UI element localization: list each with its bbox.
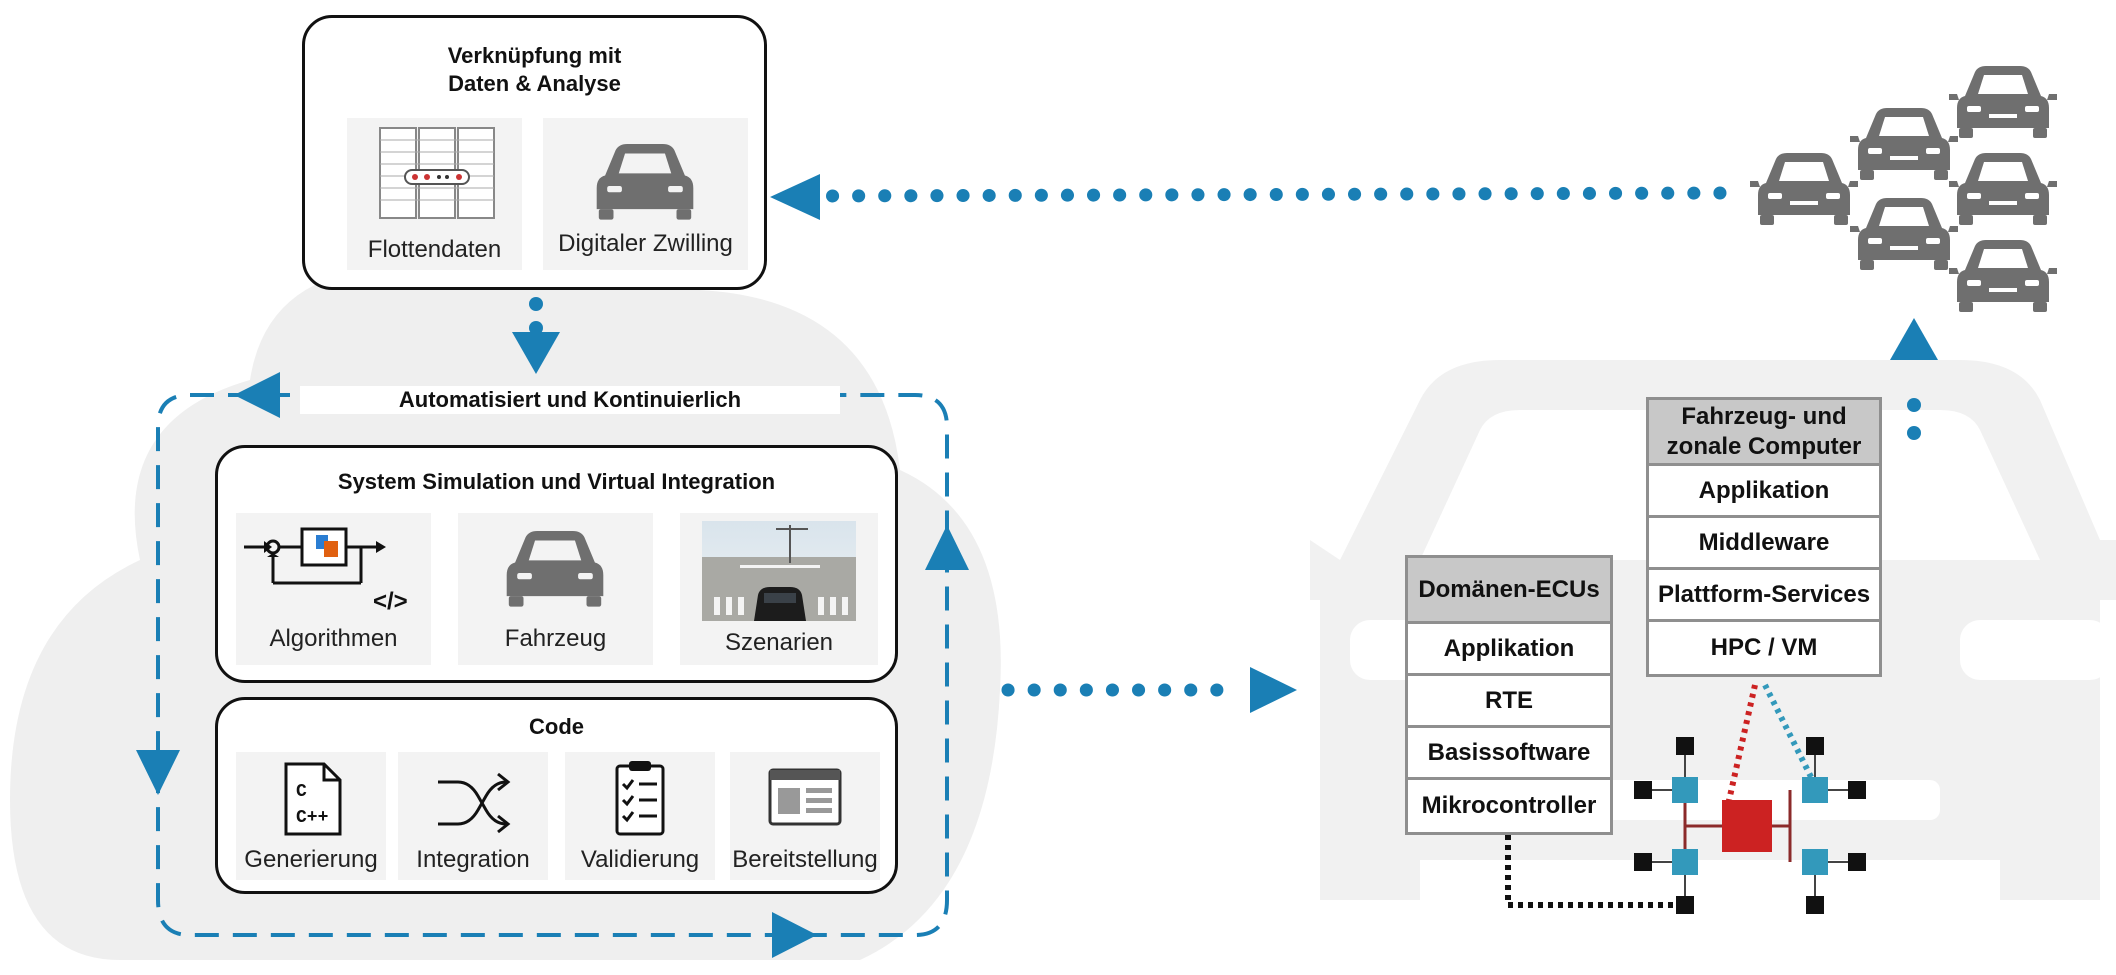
checklist-icon [615, 761, 665, 836]
zonal-title: Fahrzeug- und zonale Computer [1649, 400, 1879, 466]
fleet-feedback-arrow [770, 174, 1727, 220]
tile-digitaler-zwilling: Digitaler Zwilling [543, 118, 748, 270]
zonal-title-line1: Fahrzeug- und [1681, 402, 1847, 430]
domain-layer-rte: RTE [1408, 676, 1610, 728]
c-label: C [296, 782, 307, 802]
label-flottendaten: Flottendaten [367, 236, 502, 263]
data-analysis-title-line2: Daten & Analyse [448, 71, 621, 96]
zonal-layer-hpc-vm: HPC / VM [1710, 634, 1818, 661]
deploy-arrow [1001, 667, 1297, 713]
car-icon [596, 144, 694, 220]
label-digitaler-zwilling: Digitaler Zwilling [558, 230, 733, 257]
label-validierung: Validierung [580, 846, 700, 873]
label-fahrzeug: Fahrzeug [504, 625, 607, 652]
data-analysis-title: Verknüpfung mit Daten & Analyse [305, 42, 764, 98]
block-diagram-icon: </> [244, 527, 408, 615]
tile-validierung: Validierung [565, 752, 715, 880]
data-analysis-title-line1: Verknüpfung mit [447, 43, 622, 68]
server-rack-icon [379, 127, 495, 219]
zonal-layer-middleware: Middleware [1649, 518, 1879, 570]
down-arrow [512, 297, 560, 374]
label-bereitstellung: Bereitstellung [732, 846, 878, 873]
simulation-title: System Simulation und Virtual Integratio… [337, 469, 776, 494]
tile-flottendaten: Flottendaten [347, 118, 522, 270]
label-integration: Integration [416, 846, 530, 873]
vehicle-fleet [1750, 66, 2057, 312]
uplink-arrow [1890, 318, 1938, 440]
tile-generierung: C C++ Generierung [236, 752, 386, 880]
tile-bereitstellung: Bereitstellung [730, 752, 880, 880]
dashboard-window-icon [768, 768, 842, 826]
code-title: Code [529, 714, 584, 739]
label-szenarien: Szenarien [724, 629, 834, 656]
shuffle-icon [438, 772, 511, 834]
continuous-loop [136, 372, 969, 958]
label-generierung: Generierung [244, 846, 378, 873]
domain-layer-applikation: Applikation [1408, 624, 1610, 676]
data-analysis-box: Verknüpfung mit Daten & Analyse Flottend… [302, 15, 767, 290]
domain-layer-mikrocontroller: Mikrocontroller [1421, 792, 1597, 819]
tile-integration: Integration [398, 752, 548, 880]
cpp-label: C++ [296, 808, 328, 828]
car-icon [506, 531, 604, 607]
code-box: Code C C++ Generierung Integration [215, 697, 898, 894]
zonal-computer-stack: Fahrzeug- und zonale Computer Applikatio… [1646, 397, 1882, 677]
ee-network [1505, 683, 1866, 914]
zonal-title-line2: zonale Computer [1666, 432, 1862, 460]
simulation-box: System Simulation und Virtual Integratio… [215, 445, 898, 683]
domain-ecus-stack: Domänen-ECUs Applikation RTE Basissoftwa… [1405, 555, 1613, 835]
zonal-layer-plattform-services: Plattform-Services [1649, 570, 1879, 622]
tile-algorithmen: </> Algorithmen [236, 513, 431, 665]
label-algorithmen: Algorithmen [269, 625, 398, 652]
tile-fahrzeug: Fahrzeug [458, 513, 653, 665]
scenario-image [702, 521, 856, 621]
tile-szenarien: Szenarien [680, 513, 878, 665]
code-tag: </> [373, 588, 408, 615]
domain-ecus-title: Domänen-ECUs [1408, 558, 1610, 624]
zonal-layer-applikation: Applikation [1649, 466, 1879, 518]
loop-label: Automatisiert und Kontinuierlich [300, 386, 840, 414]
domain-layer-basissoftware: Basissoftware [1408, 728, 1610, 780]
c-cpp-file-icon: C C++ [284, 762, 342, 836]
